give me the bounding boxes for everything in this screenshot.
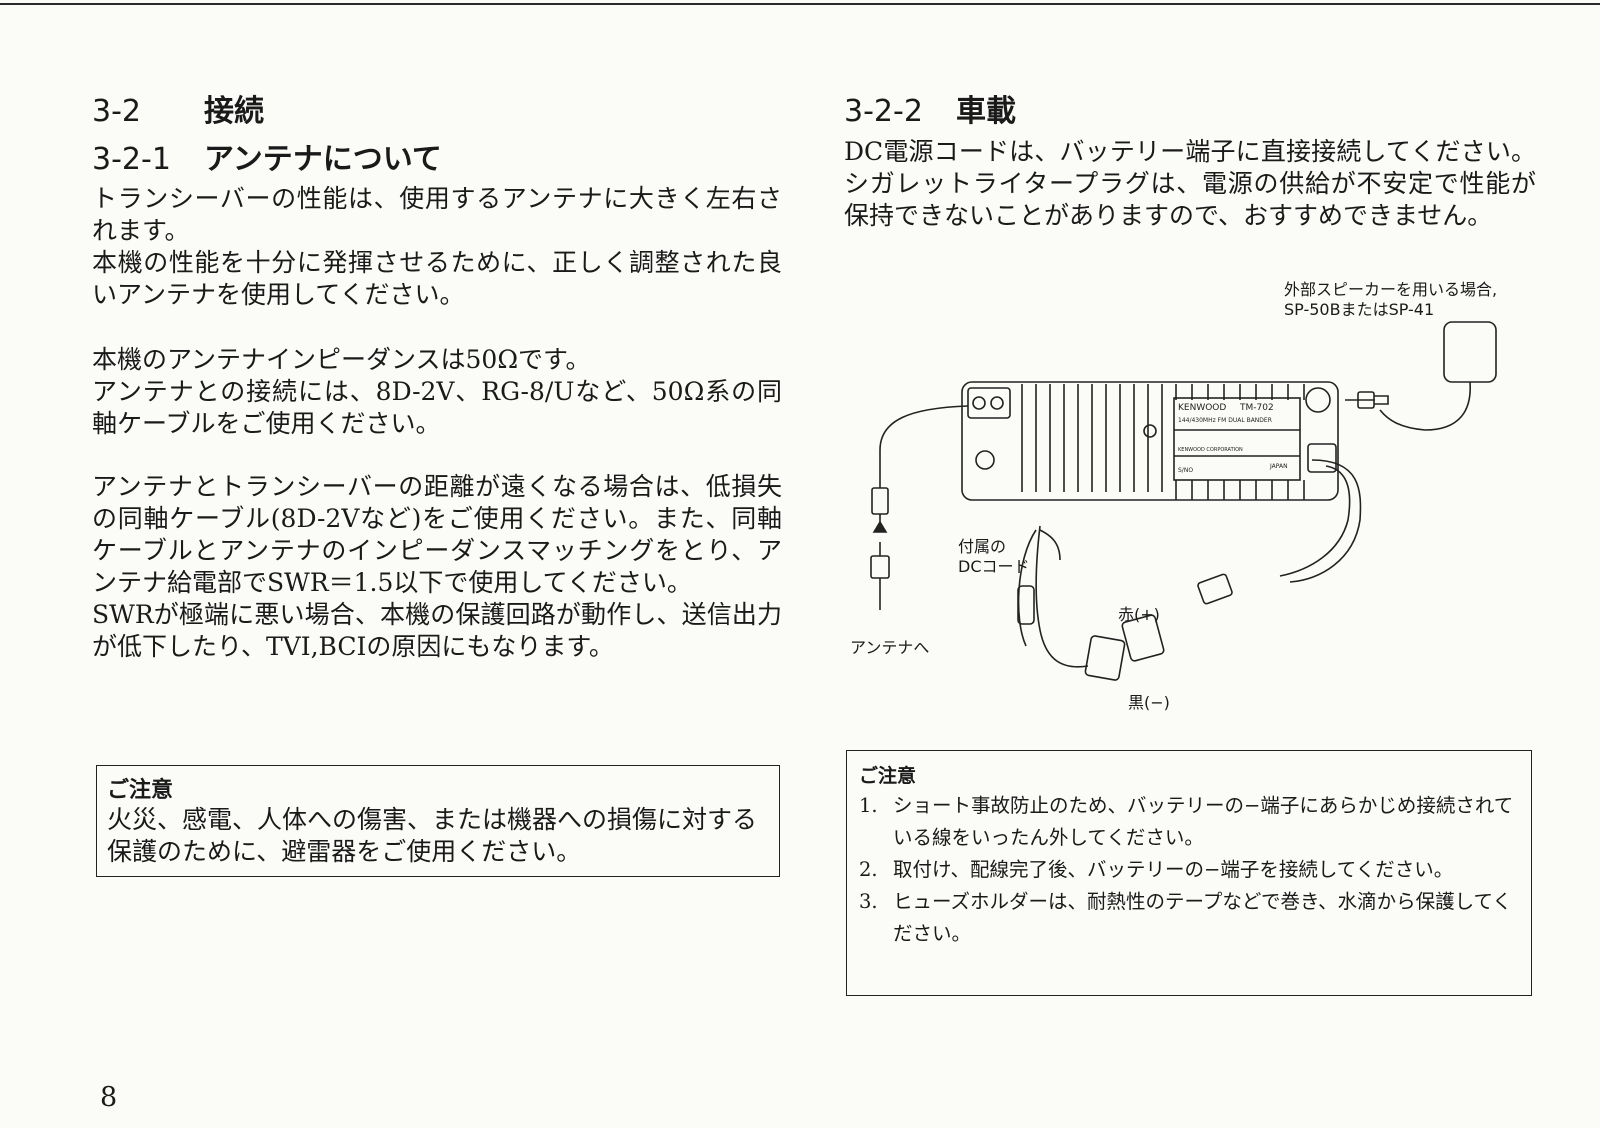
dc-cord-label: 付属の DCコード: [958, 537, 1030, 577]
list-item: 1. ショート事故防止のため、バッテリーの−端子にあらかじめ接続されている線をいっ…: [859, 790, 1519, 854]
list-item-text: 取付け、配線完了後、バッテリーの−端子を接続してください。: [893, 858, 1454, 881]
fuse-holder: [1197, 573, 1233, 605]
speaker-jack: [1305, 387, 1331, 413]
list-item-number: 2.: [859, 858, 878, 881]
pigtail-black: [1035, 525, 1089, 668]
antenna-label: アンテナへ: [850, 638, 930, 657]
speaker-label: 外部スピーカーを用いる場合, SP-50BまたはSP-41: [1284, 280, 1497, 320]
list-item: 3. ヒューズホルダーは、耐熱性のテープなどで巻き、水滴から保護してください。: [859, 886, 1519, 950]
paragraph: SWRが極端に悪い場合、本機の保護回路が動作し、送信出力が低下したり、TVI,B…: [92, 600, 782, 661]
antenna-body-block-2: 本機のアンテナインピーダンスは50Ωです。 アンテナとの接続には、8D-2V、R…: [92, 344, 782, 440]
notice-title: ご注意: [859, 765, 917, 787]
antenna-body-block-1: トランシーバーの性能は、使用するアンテナに大きく左右されます。 本機の性能を十分…: [92, 183, 782, 311]
subsection-heading-vehicle: 3-2-2 車載: [844, 86, 1016, 130]
paragraph: DC電源コードは、バッテリー端子に直接接続してください。シガレットライタープラグ…: [844, 137, 1536, 230]
section-number: 3-2: [92, 94, 141, 129]
radio-label-plate: [1173, 397, 1301, 481]
external-speaker: [1443, 321, 1497, 383]
transceiver-body: [961, 381, 1339, 501]
notice-box-lightning: ご注意 火災、感電、人体への傷害、または機器への損傷に対する保護のために、避雷器…: [96, 765, 780, 877]
notice-box-installation: ご注意 1. ショート事故防止のため、バッテリーの−端子にあらかじめ接続されている…: [846, 750, 1532, 996]
notice-title: ご注意: [107, 778, 174, 803]
antenna-connector: [871, 487, 889, 515]
paragraph: アンテナとの接続には、8D-2V、RG-8/Uなど、50Ω系の同軸ケーブルをご使…: [92, 377, 782, 438]
antenna-body-block-3: アンテナとトランシーバーの距離が遠くなる場合は、低損失の同軸ケーブル(8D-2V…: [92, 471, 782, 663]
speaker-label-line1: 外部スピーカーを用いる場合,: [1284, 280, 1498, 299]
subsection-heading-antenna: 3-2-1 アンテナについて: [92, 134, 442, 178]
dc-cord-label-line1: 付属の: [958, 537, 1007, 556]
list-item-text: ショート事故防止のため、バッテリーの−端子にあらかじめ接続されている線をいったん…: [893, 794, 1514, 849]
subsection-title: アンテナについて: [204, 142, 442, 177]
page-top-rule: [0, 3, 1600, 5]
notice-list: 1. ショート事故防止のため、バッテリーの−端子にあらかじめ接続されている線をいっ…: [859, 790, 1519, 950]
plate-desc: 144/430MHz FM DUAL BANDER: [1178, 417, 1272, 424]
paragraph: トランシーバーの性能は、使用するアンテナに大きく左右されます。: [92, 184, 782, 245]
connector-red: [1121, 614, 1165, 662]
subsection-number: 3-2-1: [92, 142, 171, 177]
page-number: 8: [100, 1082, 118, 1113]
dc-cord-label-line2: DCコード: [958, 557, 1030, 576]
red-wire-label: 赤(+): [1118, 605, 1160, 624]
section-title: 接続: [204, 94, 264, 129]
list-item-number: 3.: [859, 890, 878, 913]
paragraph: アンテナとトランシーバーの距離が遠くなる場合は、低損失の同軸ケーブル(8D-2V…: [92, 472, 782, 597]
speaker-plug: [1357, 391, 1375, 409]
plate-brand: KENWOOD: [1178, 403, 1226, 413]
subsection-number: 3-2-2: [844, 94, 923, 129]
vehicle-wiring-diagram: KENWOOD TM-702 144/430MHz FM DUAL BANDER…: [870, 321, 1497, 681]
notice-text: 火災、感電、人体への傷害、または機器への損傷に対する保護のために、避雷器をご使用…: [107, 805, 758, 866]
dc-cord-red: [1289, 459, 1362, 583]
plate-sn: S/NO: [1178, 467, 1193, 474]
dc-socket: [1307, 443, 1337, 473]
list-item: 2. 取付け、配線完了後、バッテリーの−端子を接続してください。: [859, 854, 1519, 886]
connector-black: [1084, 635, 1126, 681]
vehicle-body: DC電源コードは、バッテリー端子に直接接続してください。シガレットライタープラグ…: [844, 136, 1536, 232]
paragraph: 本機の性能を十分に発揮させるために、正しく調整された良いアンテナを使用してくださ…: [92, 248, 782, 309]
inline-fuse: [1017, 585, 1035, 625]
section-heading: 3-2 接続: [92, 86, 264, 130]
list-item-text: ヒューズホルダーは、耐熱性のテープなどで巻き、水滴から保護してください。: [893, 890, 1512, 945]
subsection-title: 車載: [956, 94, 1016, 129]
plate-model: TM-702: [1239, 403, 1274, 413]
plate-corp: KENWOOD CORPORATION: [1178, 447, 1243, 453]
paragraph: 本機のアンテナインピーダンスは50Ωです。: [92, 345, 591, 374]
antenna-cable: [879, 405, 969, 488]
heatsink-fins: [1021, 384, 1305, 500]
list-item-number: 1.: [859, 794, 878, 817]
coax-connector: [870, 555, 890, 579]
plate-origin: JAPAN: [1269, 463, 1288, 470]
speaker-label-line2: SP-50BまたはSP-41: [1284, 300, 1435, 319]
black-wire-label: 黒(−): [1128, 693, 1170, 712]
